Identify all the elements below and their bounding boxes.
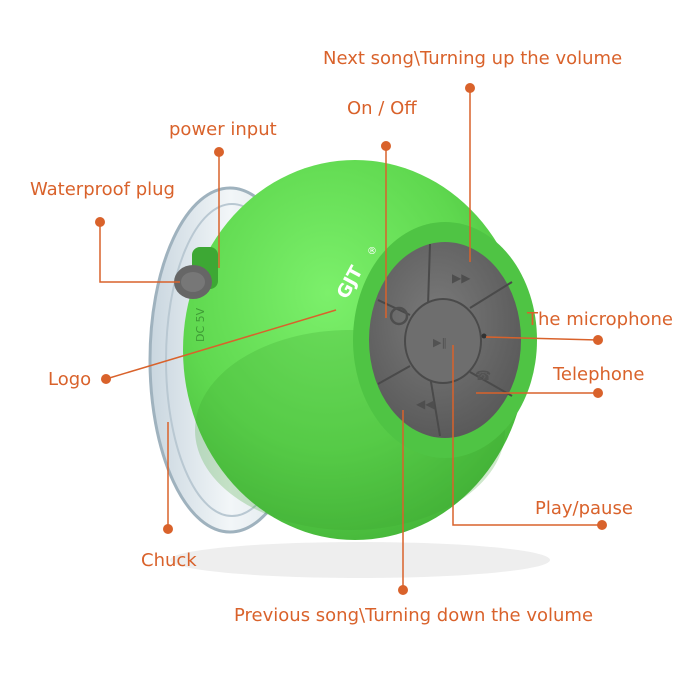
dot-waterproof-plug: [95, 217, 105, 227]
label-previous-song: Previous song\Turning down the volume: [234, 605, 594, 626]
label-waterproof-plug: Waterproof plug: [30, 179, 175, 200]
label-chuck: Chuck: [141, 550, 197, 571]
dot-chuck: [163, 524, 173, 534]
dot-logo: [101, 374, 111, 384]
label-power-input: power input: [169, 119, 277, 140]
label-on-off: On / Off: [347, 98, 417, 119]
phone-icon: ☎: [475, 369, 491, 384]
dot-play-pause: [597, 520, 607, 530]
label-telephone: Telephone: [553, 364, 645, 385]
label-next-song: Next song\Turning up the volume: [323, 48, 623, 69]
label-play-pause: Play/pause: [535, 498, 633, 519]
control-panel: ▶▶ ◀◀ ▶‖ ☎: [353, 222, 537, 458]
dot-on-off: [381, 141, 391, 151]
power-symbol-icon: [389, 306, 409, 326]
registered-mark: ®: [367, 246, 377, 257]
play-pause-button[interactable]: [404, 298, 482, 384]
dot-next-song: [465, 83, 475, 93]
label-microphone: The microphone: [527, 309, 673, 330]
dot-microphone: [593, 335, 603, 345]
next-song-icon: ▶▶: [452, 271, 471, 285]
floor-shadow: [170, 542, 550, 578]
dot-power-input: [214, 147, 224, 157]
play-icon: ▶‖: [433, 336, 447, 349]
leader-dots: [95, 83, 607, 595]
label-logo: Logo: [48, 369, 92, 390]
waterproof-plug: [174, 247, 218, 299]
dot-telephone: [593, 388, 603, 398]
dot-previous-song: [398, 585, 408, 595]
leader-lines: [99, 88, 602, 590]
prev-song-icon: ◀◀: [416, 397, 435, 411]
microphone-hole: [481, 333, 487, 339]
dc-rating-text: DC 5V: [194, 307, 207, 342]
